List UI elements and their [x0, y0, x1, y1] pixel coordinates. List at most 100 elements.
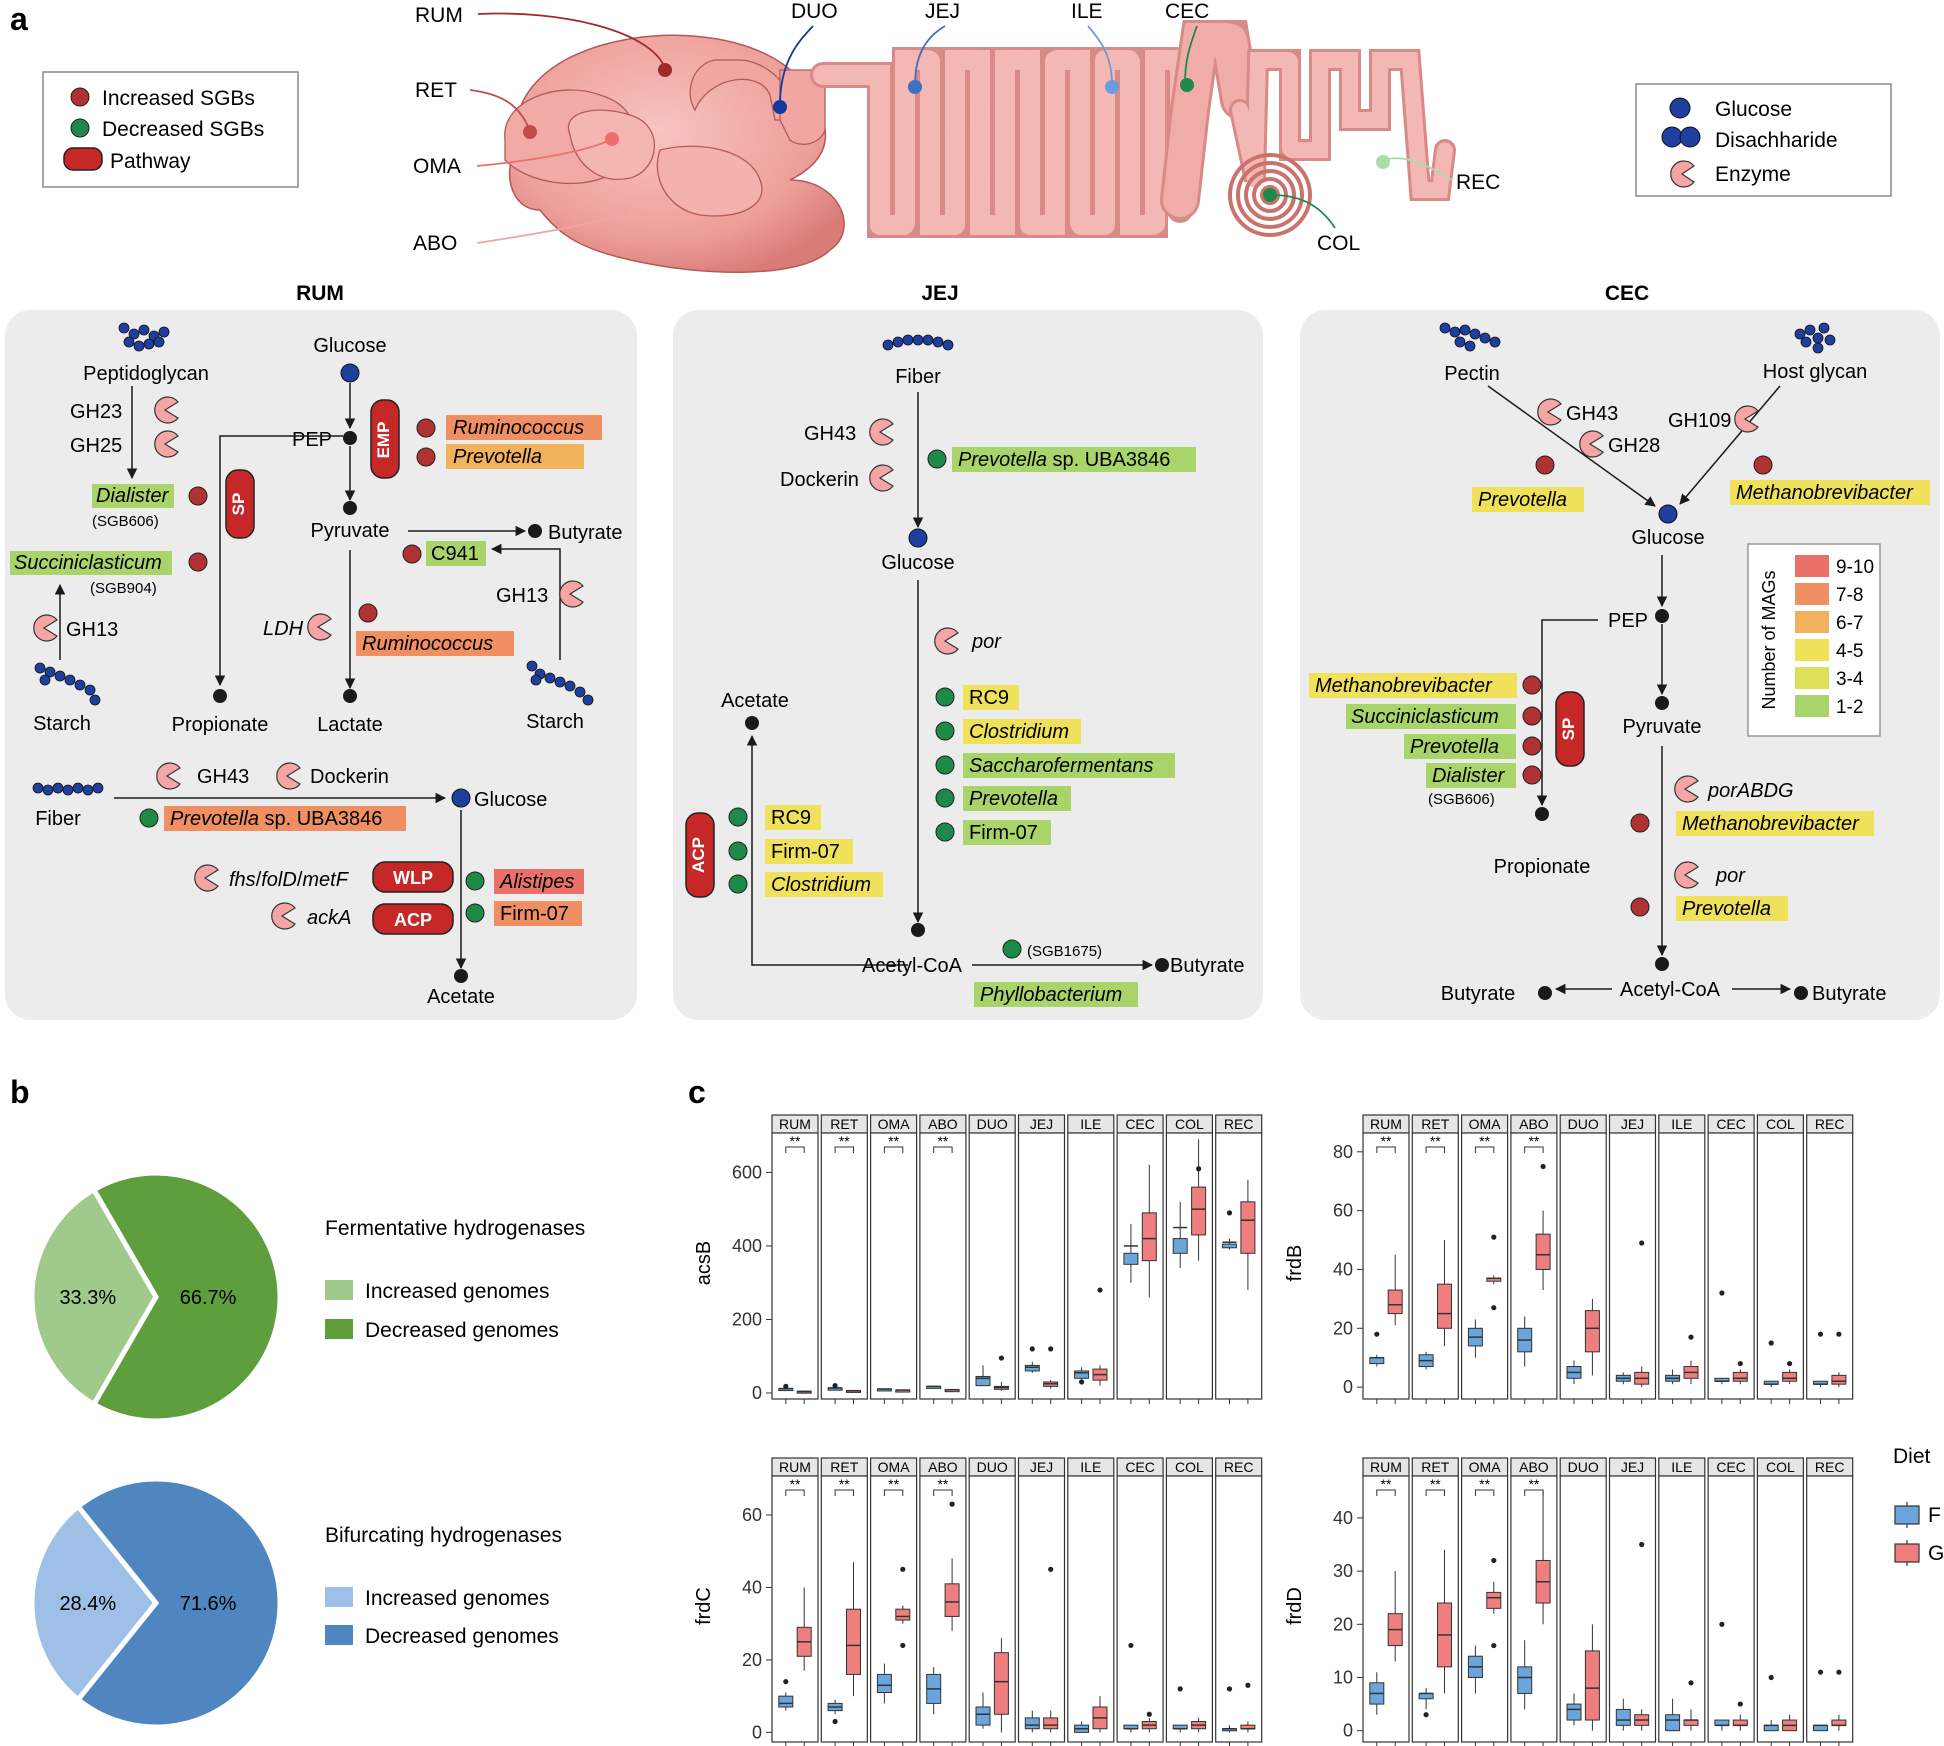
- facet-frdD-DUO: DUO: [1559, 1457, 1607, 1746]
- diet-legend-title: Diet: [1893, 1445, 1931, 1468]
- facet-strip-label: REC: [1224, 1116, 1254, 1132]
- box-G-box: [944, 1583, 960, 1617]
- box-G-box: [895, 1608, 911, 1621]
- outlier-point: [1097, 1287, 1103, 1293]
- facet-frdD-ABO: ABO**: [1510, 1457, 1558, 1746]
- acka-label: ackA: [307, 907, 351, 929]
- outlier-point: [1836, 1669, 1842, 1675]
- box-G-box: [1683, 1719, 1699, 1726]
- facet-strip-label: REC: [1815, 1459, 1845, 1475]
- pie1-legend: Fermentative hydrogenases Increased geno…: [325, 1217, 585, 1342]
- glucose-label: Glucose: [881, 552, 954, 574]
- box-F-box: [975, 1706, 991, 1726]
- dialister-label: Dialister: [1432, 765, 1506, 787]
- box-F-box: [1517, 1666, 1533, 1694]
- por-label: por: [971, 631, 1002, 653]
- box-F-box: [1222, 1243, 1237, 1249]
- sgb1675-label: (SGB1675): [1027, 943, 1102, 960]
- rc9-label: RC9: [771, 807, 811, 829]
- increased-dot-icon: [1522, 765, 1542, 785]
- facet-strip-label: COL: [1175, 1459, 1204, 1475]
- increased-dot-icon: [1522, 706, 1542, 726]
- outlier-point: [900, 1642, 906, 1649]
- increased-dot-icon: [1753, 455, 1773, 475]
- increased-dot-icon: [70, 87, 90, 107]
- pie2-slice-decreased: [74, 1476, 283, 1730]
- decreased-dot-icon: [728, 874, 748, 894]
- clostridium-label: Clostridium: [969, 721, 1069, 743]
- y-tick-label: 400: [732, 1236, 762, 1256]
- enzyme-icon: [869, 418, 894, 446]
- facet-acsB-DUO: DUO: [968, 1114, 1016, 1404]
- pie2-dec-pct: 71.6%: [180, 1593, 237, 1615]
- succiniclasticum-label: Succiniclasticum: [14, 552, 162, 574]
- acetate-label: Acetate: [427, 986, 495, 1008]
- outlier-point: [1817, 1669, 1824, 1675]
- outlier-point: [998, 1355, 1005, 1361]
- outlier-point: [1128, 1642, 1134, 1649]
- diet-legend-g: G: [1928, 1542, 1944, 1565]
- pie1-inc-label: Increased genomes: [365, 1280, 549, 1303]
- pyruvate-label: Pyruvate: [1623, 716, 1702, 738]
- diet-legend: Diet F G: [1893, 1445, 1944, 1566]
- box-F-box: [1665, 1714, 1681, 1732]
- box-F-box: [1123, 1252, 1139, 1265]
- pathway-emp: [370, 399, 400, 479]
- facet-frdC-ABO: ABO**: [919, 1457, 967, 1746]
- y-tick-label: 20: [1333, 1614, 1353, 1634]
- mag-legend-title: Number of MAGs: [1759, 570, 1779, 709]
- facet-strip-label: REC: [1815, 1116, 1845, 1132]
- pathway-sp: [1555, 691, 1585, 767]
- pie-bifurcating: 28.4%71.6%: [29, 1476, 283, 1730]
- enzyme-icon: [1670, 160, 1695, 188]
- intestine-illustration: [810, 19, 1456, 238]
- methanobrevibacter-label: Methanobrevibacter: [1682, 813, 1860, 835]
- outlier-point: [783, 1383, 789, 1389]
- facet-strip-label: RUM: [779, 1459, 811, 1475]
- pie2-legend: Bifurcating hydrogenases Increased genom…: [325, 1524, 562, 1648]
- decreased-dot-icon: [935, 721, 955, 741]
- svg-text:ACP: ACP: [689, 837, 708, 873]
- decreased-dot-icon: [927, 449, 947, 469]
- significance-label: **: [839, 1476, 850, 1492]
- pectin-label: Pectin: [1444, 363, 1500, 385]
- cec-title: CEC: [1605, 282, 1649, 305]
- decreased-dot-icon: [139, 808, 159, 828]
- enzyme-icon: [1674, 775, 1699, 803]
- svg-text:SP: SP: [229, 493, 248, 516]
- outlier-point: [1196, 1166, 1202, 1172]
- significance-label: **: [790, 1133, 801, 1149]
- outlier-point: [783, 1679, 789, 1685]
- facet-frdB-RUM: RUM**: [1362, 1114, 1410, 1404]
- increased-dot-icon: [188, 486, 208, 506]
- starch-icon: [526, 660, 594, 706]
- facet-strip-label: RET: [1421, 1116, 1449, 1132]
- pie1-slice-increased: [29, 1186, 159, 1408]
- phyllobacterium-label: Phyllobacterium: [980, 984, 1122, 1006]
- box-G-box: [1240, 1201, 1256, 1254]
- facet-acsB-COL: COL: [1165, 1114, 1214, 1404]
- prevotella-uba-label: Prevotella sp. UBA3846: [170, 808, 382, 830]
- pathway-icon: [63, 147, 103, 171]
- butyrate-label: Butyrate: [1812, 983, 1886, 1005]
- enzyme-icon: [276, 762, 301, 790]
- facet-strip-label: ABO: [928, 1459, 958, 1475]
- disaccharide-icon: [1661, 126, 1683, 148]
- enzyme-icon: [559, 580, 584, 608]
- propionate-label: Propionate: [1494, 856, 1591, 878]
- panel-label-b: b: [10, 1074, 30, 1110]
- box-G-box: [1732, 1371, 1748, 1382]
- outlier-point: [1079, 1379, 1085, 1385]
- y-tick-label: 0: [752, 1722, 762, 1742]
- decreased-dot-icon: [935, 687, 955, 707]
- facet-strip-label: REC: [1224, 1459, 1254, 1475]
- increased-dot-icon: [1630, 813, 1650, 833]
- facet-frdD-COL: COL: [1756, 1457, 1805, 1746]
- facet-frdB-REC: REC: [1806, 1114, 1854, 1404]
- significance-label: **: [839, 1133, 850, 1149]
- facet-strip-label: COL: [1175, 1116, 1204, 1132]
- gh23-label: GH23: [70, 401, 122, 423]
- enzyme-icon: [156, 762, 181, 790]
